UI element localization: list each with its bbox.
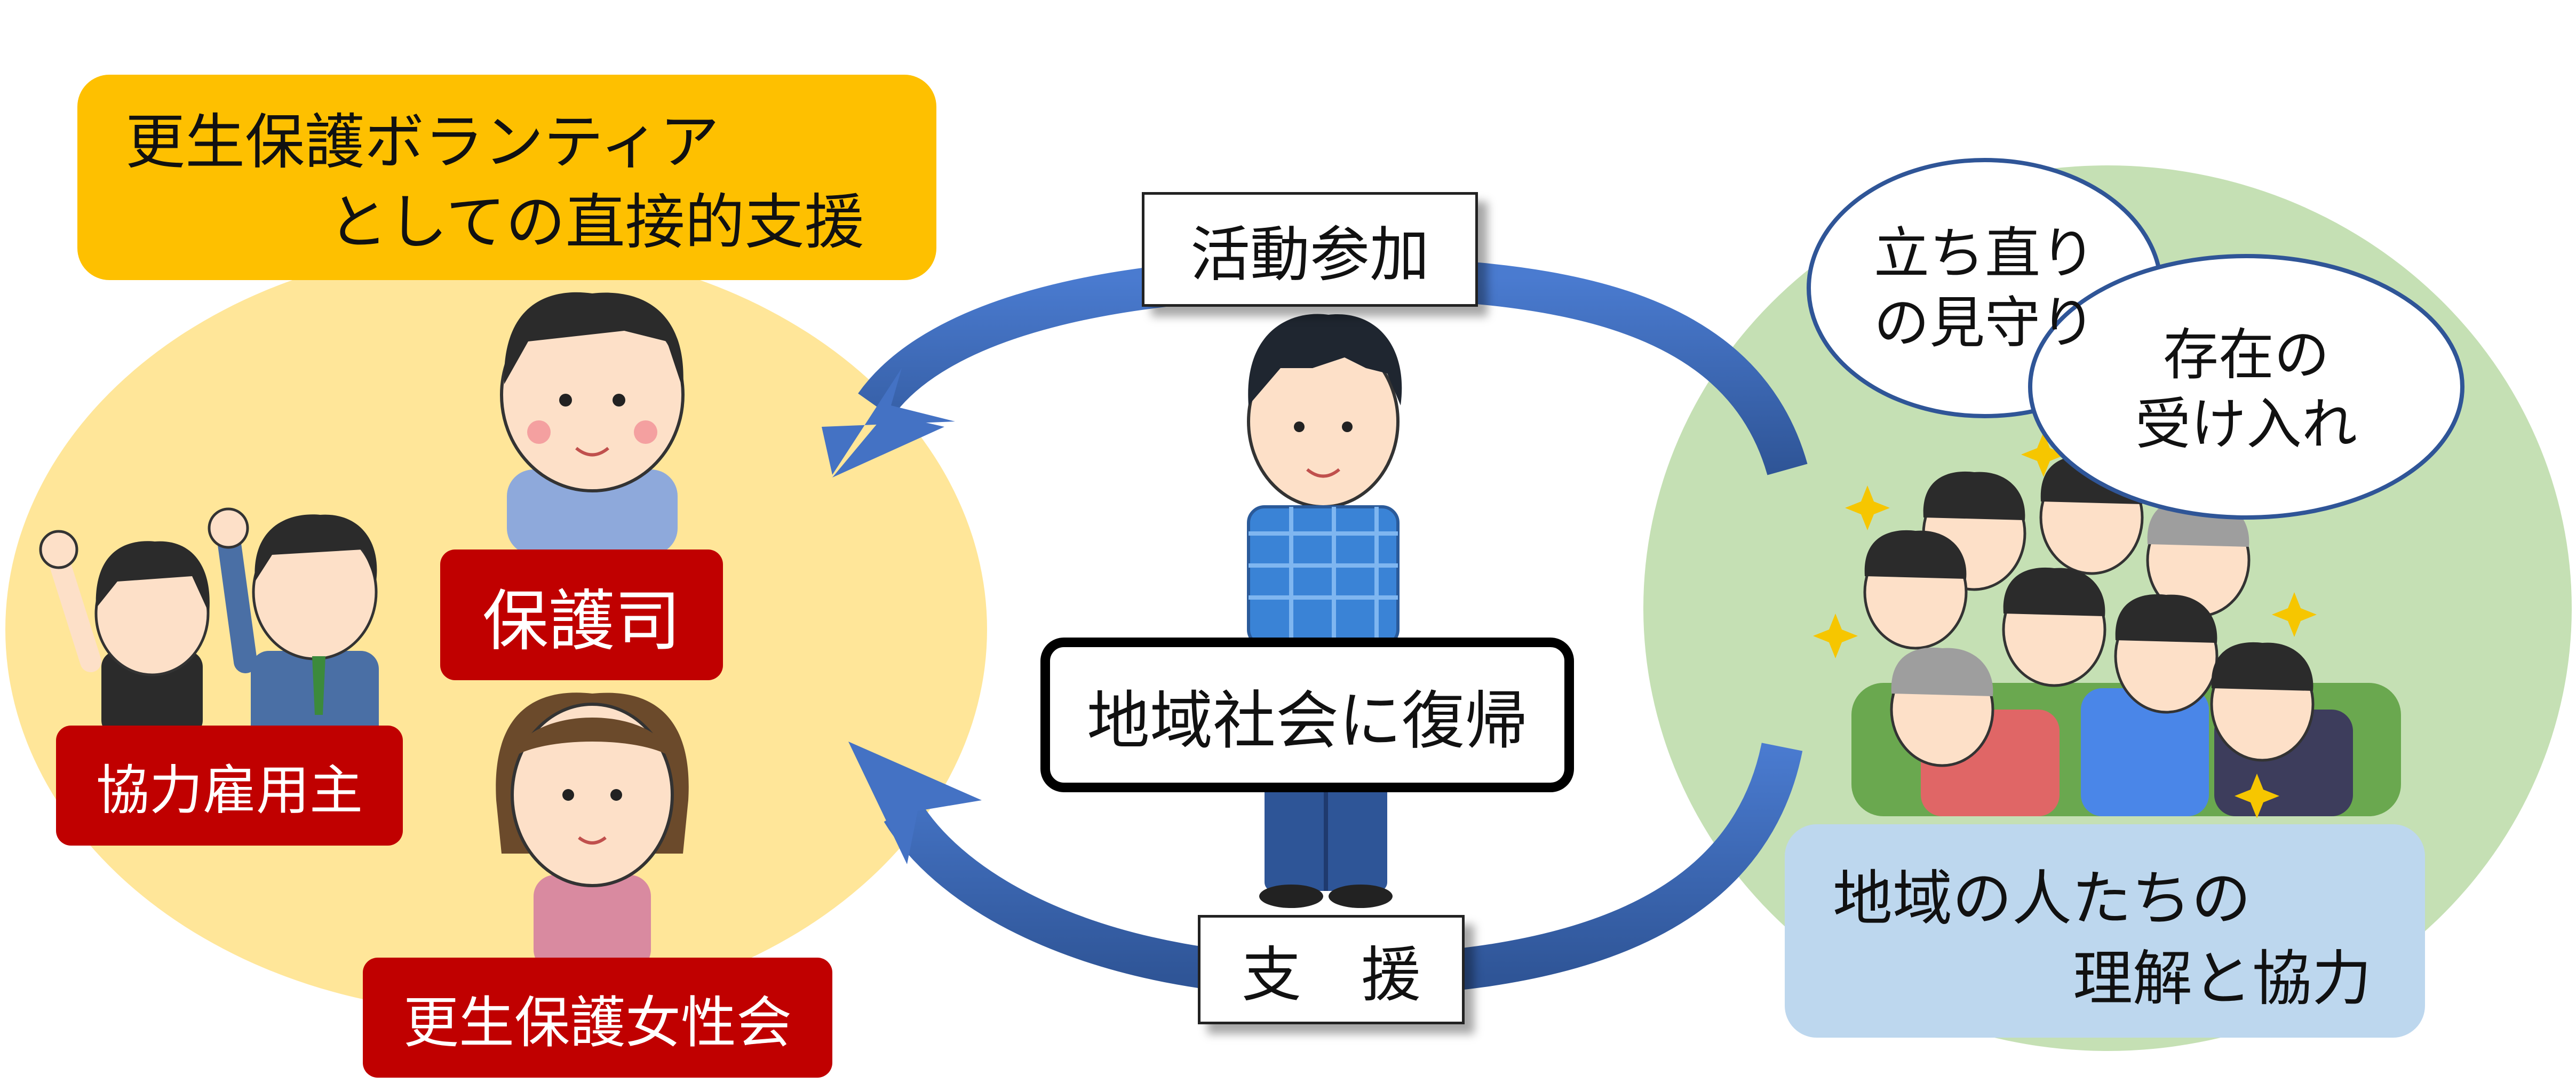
participation-tag: 活動参加 [1142,192,1478,307]
bubble-watch: 立ち直り の見守り [1830,208,2140,368]
bubble-accept-line1: 存在の [2162,322,2329,387]
participation-text: 活動参加 [1190,220,1429,290]
women-association-illustration [496,692,689,971]
community-heading-line2: 理解と協力 [2073,944,2372,1014]
bubble-accept-shape [2028,254,2464,520]
bubble-accept-line2: 受け入れ [2135,392,2357,457]
bubble-accept: 存在の 受け入れ [2097,309,2396,469]
volunteer-heading-line2: としての直接的支援 [328,188,864,257]
cooperating-employers-illustration [39,507,379,747]
probation-officer-label: 保護司 [440,550,723,680]
women-association-label: 更生保護女性会 [363,958,832,1078]
community-crowd-illustration [1813,432,2401,818]
support-text: 支 援 [1242,940,1421,1010]
bubble-watch-line2: の見守り [1873,290,2096,355]
cooperating-employer-label: 協力雇用主 [56,726,403,846]
volunteer-heading-line1: 更生保護ボランティア [125,108,720,177]
community-heading-line1: 地域の人たちの [1833,864,2251,934]
probation-officer-text: 保護司 [482,583,681,660]
return-to-society-text: 地域社会に復帰 [1086,683,1528,758]
return-to-society-label: 地域社会に復帰 [1040,638,1574,792]
cooperating-employer-text: 協力雇用主 [96,759,363,822]
community-cooperation-heading: 地域の人たちの 理解と協力 [1785,824,2425,1038]
returning-person-illustration [1247,314,1402,908]
volunteer-support-heading: 更生保護ボランティア としての直接的支援 [77,75,936,280]
support-tag: 支 援 [1198,915,1465,1024]
women-association-text: 更生保護女性会 [403,990,792,1055]
bubble-watch-line1: 立ち直り [1873,221,2096,286]
probation-officer-illustration [500,292,685,555]
